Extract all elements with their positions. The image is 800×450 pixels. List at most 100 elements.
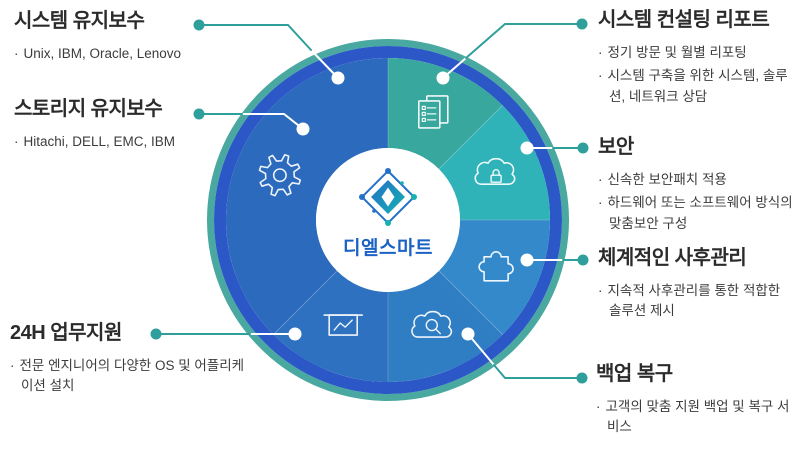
callout-heading: 시스템 유지보수 (14, 10, 145, 32)
bullet-text: Unix, IBM, Oracle, Lenovo (23, 46, 182, 61)
callout-bullet-list: · Hitachi, DELL, EMC, IBM (14, 132, 254, 152)
segment-support-24h (273, 270, 388, 382)
logo-center-hole (381, 187, 395, 207)
cloud-lock-icon (474, 157, 516, 185)
segment-divider (438, 105, 503, 170)
callout-bullet: · 전문 엔지니어의 다양한 OS 및 어플리케이션 설치 (10, 356, 245, 397)
connector-dot-inner (288, 327, 302, 341)
logo-node-right (411, 194, 417, 200)
callout-heading: 24H 업무지원 (10, 322, 122, 344)
segment-aftercare (438, 220, 550, 335)
bullet-text: 신속한 보안패치 적용 (607, 172, 727, 187)
callout-system-consulting-report: 시스템 컨설팅 리포트·정기 방문 및 월별 리포팅·시스템 구축을 위한 시스… (598, 9, 796, 110)
segment-system-consulting-report (388, 58, 503, 170)
connector-line-inner (467, 333, 495, 366)
presentation-icon (323, 314, 364, 336)
callout-heading: 시스템 컨설팅 리포트 (598, 9, 770, 31)
bullet-text: Hitachi, DELL, EMC, IBM (23, 134, 176, 149)
callout-bullet-list: ·신속한 보안패치 적용·하드웨어 또는 소프트웨어 방식의 맞춤보안 구성 (598, 170, 796, 234)
callout-bullet: · 정기 방문 및 월별 리포팅 (598, 43, 796, 63)
connector-line-inner (241, 113, 304, 130)
connector-aftercare (520, 253, 589, 267)
bullet-dot: · (14, 46, 19, 61)
callout-bullet-list: · Unix, IBM, Oracle, Lenovo (14, 44, 254, 64)
connector-dot-inner (436, 71, 450, 85)
connector-dot-outer (150, 328, 162, 340)
connector-dot-outer (193, 108, 205, 120)
brand-logo (359, 168, 417, 226)
callout-bullet: ·시스템 구축을 위한 시스템, 솔루션, 네트워크 상담 (598, 66, 796, 107)
bullet-text: 시스템 구축을 위한 시스템, 솔루션, 네트워크 상담 (607, 68, 788, 104)
logo-node-top (385, 168, 391, 174)
callout-bullet: ·고객의 맞춤 지원 백업 및 복구 서비스 (596, 397, 794, 438)
callout-bullet: · 신속한 보안패치 적용 (598, 170, 796, 190)
logo-node-left (359, 194, 365, 200)
bullet-dot: · (598, 172, 603, 187)
callout-bullet-list: ·고객의 맞춤 지원 백업 및 복구 서비스 (596, 397, 794, 438)
connector-storage-maintenance (193, 108, 310, 136)
callout-system-maintenance: 시스템 유지보수 · Unix, IBM, Oracle, Lenovo (14, 10, 254, 67)
segment-divider (273, 270, 338, 335)
connector-dot-inner (520, 141, 534, 155)
connector-dot-inner (296, 122, 310, 136)
callout-bullet: ·하드웨어 또는 소프트웨어 방식의 맞춤보안 구성 (598, 193, 796, 234)
connector-backup-recovery (461, 327, 588, 384)
callout-bullet: · 지속적 사후관리를 통한 적합한 솔루션 제시 (598, 281, 796, 322)
gear-icon (258, 153, 302, 197)
outer-teal-ring (207, 39, 569, 401)
segment-icons (258, 95, 516, 338)
bullet-dot: · (598, 195, 603, 211)
bullet-dot: · (598, 45, 603, 60)
segment-maintenance (226, 57, 388, 335)
connector-dot-outer (576, 18, 588, 30)
logo-node-ne (400, 181, 404, 185)
connector-dot-outer (193, 19, 205, 31)
report-icon (417, 95, 449, 129)
connector-system-maintenance (193, 19, 345, 85)
callout-bullet: · Hitachi, DELL, EMC, IBM (14, 132, 254, 152)
segment-divider (438, 270, 503, 335)
callout-heading: 백업 복구 (596, 363, 673, 385)
connector-dot-outer (577, 142, 589, 154)
callout-heading: 스토리지 유지보수 (14, 98, 163, 120)
logo-node-bottom (385, 220, 391, 226)
callout-heading: 보안 (598, 136, 634, 158)
brand-text: 디엘스마트 (343, 237, 433, 259)
connector-line-outer (198, 24, 312, 51)
logo-node-sw (372, 209, 376, 213)
callout-connectors (150, 18, 589, 384)
connector-system-consulting-report (436, 18, 588, 85)
callout-aftercare: 체계적인 사후관리 · 지속적 사후관리를 통한 적합한 솔루션 제시 (598, 247, 796, 325)
donut-segments (226, 57, 550, 382)
bullet-dot: · (598, 283, 603, 298)
connector-line-outer (465, 23, 583, 59)
callout-security: 보안·신속한 보안패치 적용·하드웨어 또는 소프트웨어 방식의 맞춤보안 구성 (598, 136, 796, 237)
connector-dot-inner (331, 71, 345, 85)
bullet-text: 하드웨어 또는 소프트웨어 방식의 맞춤보안 구성 (607, 195, 793, 231)
inner-blue-ring (214, 46, 562, 394)
bullet-dot: · (10, 358, 15, 373)
bullet-text: 정기 방문 및 월별 리포팅 (607, 45, 747, 60)
connector-dot-outer (577, 254, 589, 266)
callout-bullet-list: ·정기 방문 및 월별 리포팅·시스템 구축을 위한 시스템, 솔루션, 네트워… (598, 43, 796, 107)
bullet-text: 지속적 사후관리를 통한 적합한 솔루션 제시 (607, 283, 781, 319)
bullet-dot: · (14, 134, 19, 149)
bullet-dot: · (598, 68, 603, 84)
cloud-search-icon (411, 310, 453, 338)
bullet-dot: · (596, 399, 601, 414)
callout-storage-maintenance: 스토리지 유지보수 · Hitachi, DELL, EMC, IBM (14, 98, 254, 155)
bullet-text: 전문 엔지니어의 다양한 OS 및 어플리케이션 설치 (19, 358, 245, 394)
segment-security (438, 105, 550, 220)
callout-backup-recovery: 백업 복구 ·고객의 맞춤 지원 백업 및 복구 서비스 (596, 363, 794, 441)
callout-heading: 체계적인 사후관리 (598, 247, 747, 269)
callout-bullet-list: · 지속적 사후관리를 통한 적합한 솔루션 제시 (598, 281, 796, 322)
connector-dot-inner (461, 327, 475, 341)
connector-security (520, 141, 589, 155)
callout-bullet: · Unix, IBM, Oracle, Lenovo (14, 44, 254, 64)
segment-backup-recovery (388, 270, 503, 382)
donut-rings (207, 39, 569, 401)
connector-dot-outer (576, 372, 588, 384)
puzzle-icon (478, 251, 514, 282)
